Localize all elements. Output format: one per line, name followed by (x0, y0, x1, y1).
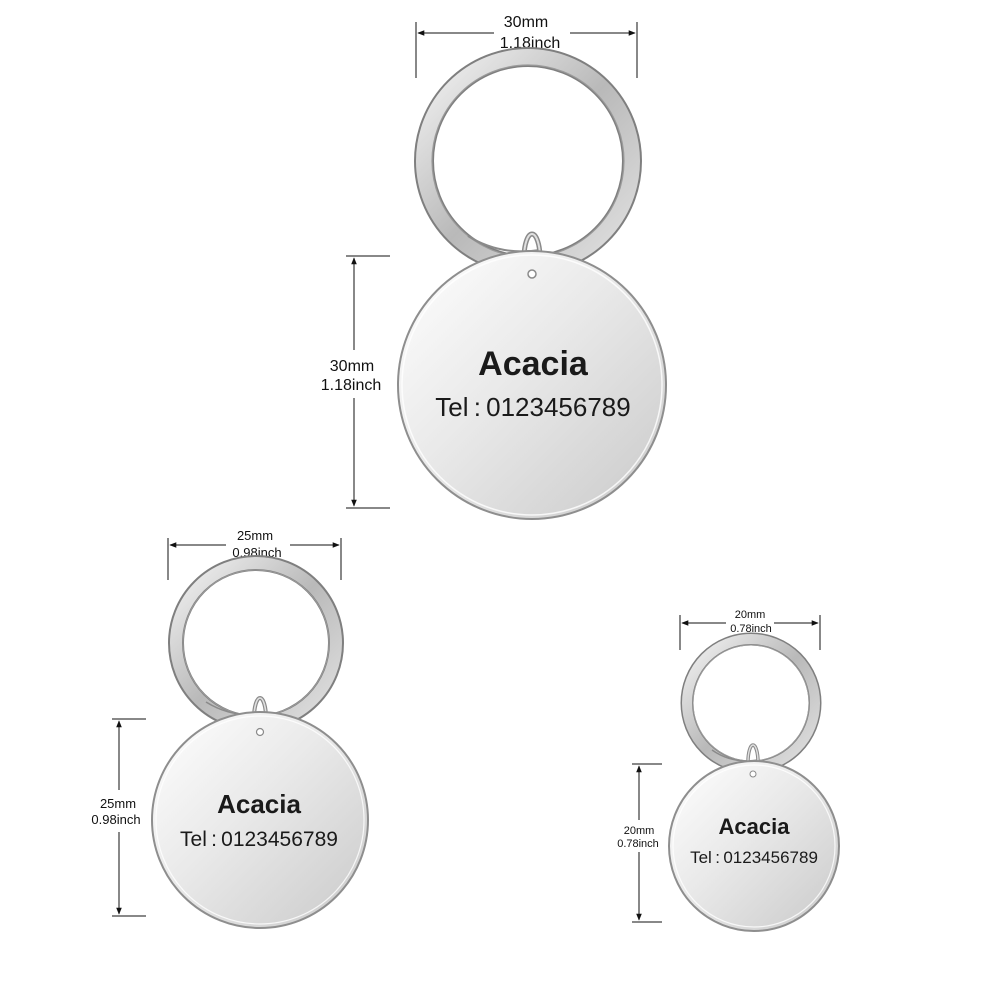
tag-name-text: Acacia (719, 814, 791, 839)
tag-medium: 25mm 0.98inch 25mm 0.98inch Acacia Tel (91, 528, 369, 929)
tag-tel-text: Tel : 0123456789 (690, 848, 818, 867)
width-inch-label: 0.78inch (730, 623, 772, 635)
tag-name-text: Acacia (478, 345, 589, 383)
tag-disc-small: Acacia Tel : 0123456789 (668, 760, 840, 932)
height-mm-label: 30mm (330, 358, 374, 375)
tag-small: 20mm 0.78inch 20mm 0.78inch Acacia Tel (617, 609, 840, 932)
width-dimension-medium: 25mm 0.98inch (167, 528, 342, 580)
width-mm-label: 30mm (504, 14, 548, 31)
width-dimension-small: 20mm 0.78inch (679, 609, 821, 650)
height-mm-label: 20mm (624, 825, 655, 837)
height-dimension-small: 20mm 0.78inch (617, 763, 662, 923)
tag-tel-text: Tel : 0123456789 (435, 392, 630, 422)
width-inch-label: 1.18inch (500, 35, 561, 52)
height-mm-label: 25mm (100, 796, 136, 811)
tag-large: 30mm 1.18inch 30mm 1.18inch (321, 14, 667, 520)
tag-tel-text: Tel : 0123456789 (180, 828, 338, 851)
tag-disc-medium: Acacia Tel : 0123456789 (151, 711, 369, 929)
height-dimension-large: 30mm 1.18inch (321, 255, 390, 509)
tag-name-text: Acacia (217, 789, 301, 819)
tag-disc-large: Acacia Tel : 0123456789 (397, 250, 667, 520)
width-dimension-large: 30mm 1.18inch (415, 14, 638, 78)
height-inch-label: 0.98inch (91, 812, 140, 827)
height-dimension-medium: 25mm 0.98inch (91, 718, 146, 917)
width-mm-label: 20mm (735, 609, 766, 621)
width-mm-label: 25mm (237, 528, 273, 543)
height-inch-label: 0.78inch (617, 838, 659, 850)
height-inch-label: 1.18inch (321, 377, 382, 394)
